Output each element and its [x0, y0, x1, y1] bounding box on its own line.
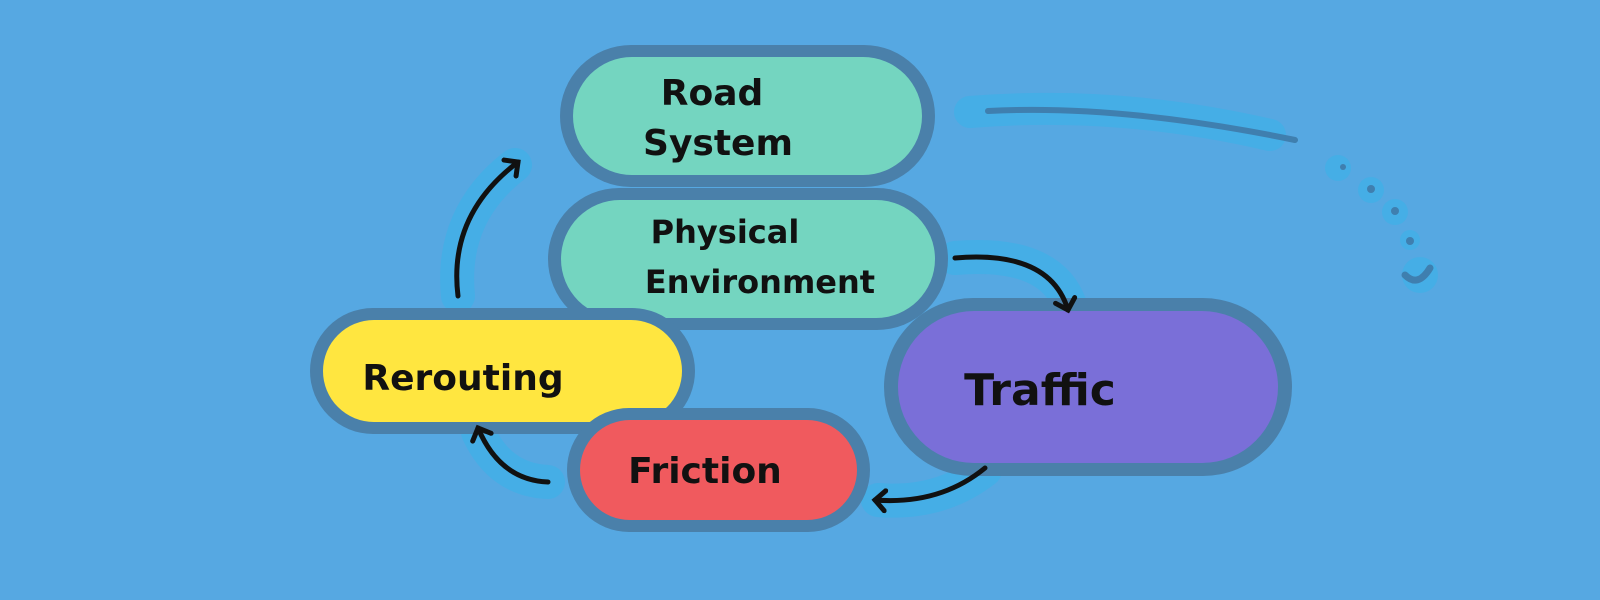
node-rerouting: Rerouting: [310, 308, 695, 434]
decorative-stroke: [985, 106, 1298, 143]
arrow-rerouting-to-road-system: [454, 157, 521, 299]
dotted-trail: [1325, 155, 1438, 293]
arrow-traffic-to-friction: [871, 465, 988, 514]
svg-text:Rerouting: Rerouting: [362, 358, 563, 399]
arrow-physical-to-traffic: [952, 254, 1078, 314]
node-traffic: Traffic: [884, 298, 1292, 476]
svg-text:Traffic: Traffic: [964, 365, 1116, 416]
node-friction: Friction: [567, 408, 870, 532]
svg-text:Friction: Friction: [628, 451, 782, 492]
arrow-friction-to-rerouting: [470, 424, 551, 485]
